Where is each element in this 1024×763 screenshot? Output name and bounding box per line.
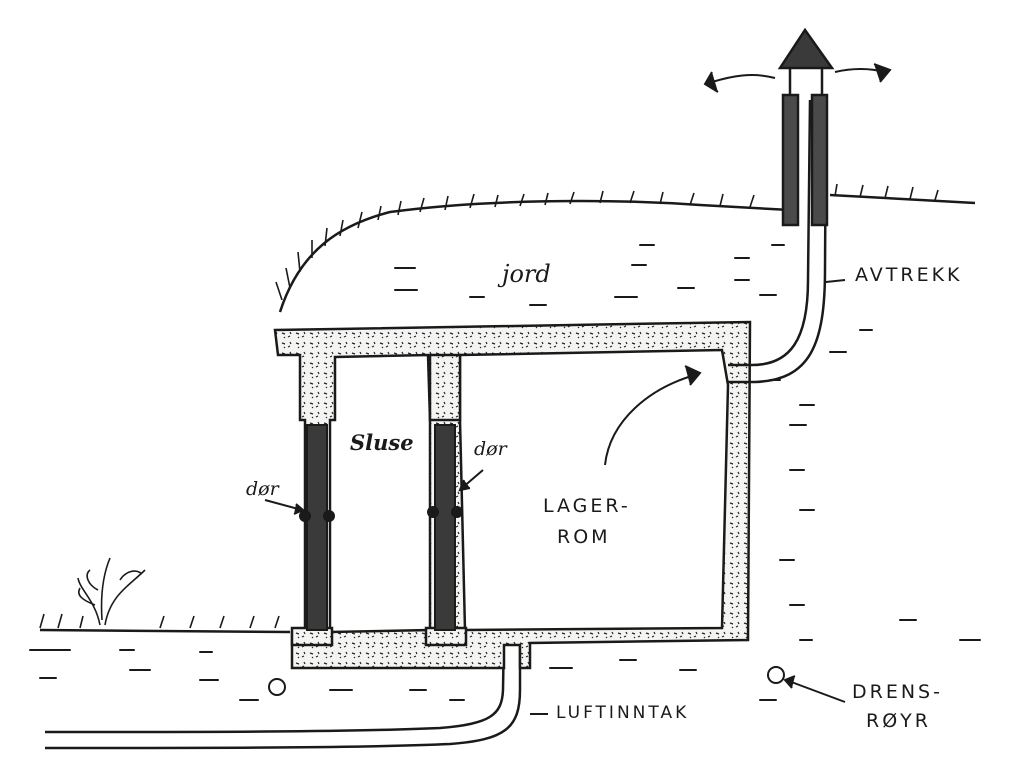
middle-column bbox=[428, 353, 462, 422]
bush-icon bbox=[77, 557, 146, 626]
label-sluse: Sluse bbox=[350, 430, 414, 455]
label-jord: jord bbox=[502, 260, 551, 288]
leader-lines bbox=[264, 279, 846, 715]
interior bbox=[328, 348, 730, 634]
label-avtrekk: AVTREKK bbox=[855, 264, 963, 286]
exhaust-pipe bbox=[728, 27, 835, 384]
label-lager-line1: LAGER- bbox=[543, 495, 631, 517]
label-drens-line2: RØYR bbox=[866, 710, 931, 732]
soil-marks bbox=[29, 244, 981, 701]
grass-tufts bbox=[39, 183, 939, 629]
drain-pipe-left-icon bbox=[268, 678, 286, 696]
storage-flow-arrow bbox=[604, 365, 702, 466]
label-lager-line2: ROM bbox=[557, 526, 611, 548]
door-left bbox=[299, 424, 335, 631]
label-drens-line1: DRENS- bbox=[852, 681, 943, 703]
label-door-right: dør bbox=[474, 438, 507, 460]
door-right bbox=[427, 424, 463, 631]
label-luftinntak: LUFTINNTAK bbox=[556, 703, 690, 723]
drain-pipe-right-icon bbox=[767, 666, 785, 684]
label-door-left: dør bbox=[246, 478, 279, 500]
exhaust-flow-arrows bbox=[703, 63, 892, 93]
earth-mound bbox=[278, 193, 976, 313]
